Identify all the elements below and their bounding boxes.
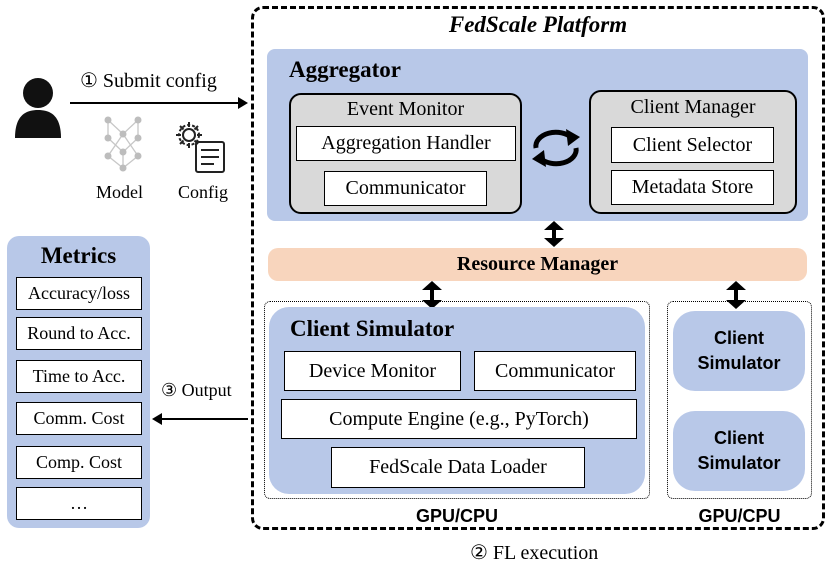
aggregator-title: Aggregator [289,57,401,82]
metrics-title: Metrics [40,243,117,268]
metric-item-more: … [16,487,142,520]
client-simulator-small-2-line2: Simulator [697,453,781,473]
platform-frame [251,6,825,530]
client-simulator-small-1-line2: Simulator [697,353,781,373]
user-icon [13,76,63,140]
metric-item-round: Round to Acc. [16,317,142,350]
step1-label: ① Submit config [80,70,217,92]
resource-manager-bar: Resource Manager [268,248,807,281]
compute-engine-box: Compute Engine (e.g., PyTorch) [281,399,637,439]
step3-label: ③ Output [161,380,232,400]
main-gpu-label: GPU/CPU [415,506,498,526]
step2-label: ② FL execution [470,542,599,564]
cycle-icon [524,124,588,172]
communicator-box: Communicator [324,171,487,206]
simulator-communicator-box: Communicator [474,351,636,391]
metric-item-time: Time to Acc. [16,360,142,393]
client-simulator-title: Client Simulator [290,316,455,341]
client-simulator-small-2: Client Simulator [673,411,805,491]
output-arrow [152,413,248,425]
metric-item-comp: Comp. Cost [16,446,142,479]
client-selector-box: Client Selector [611,127,774,163]
data-loader-box: FedScale Data Loader [331,447,585,488]
platform-title: FedScale Platform [448,12,628,37]
double-arrow-aggregator-resource [544,221,564,247]
client-simulator-small-1-line1: Client [713,327,764,348]
device-monitor-box: Device Monitor [284,351,461,391]
main-gpu-frame [264,301,650,499]
event-monitor-title: Event Monitor [346,98,465,120]
metadata-store-box: Metadata Store [611,170,774,205]
aggregation-handler-box: Aggregation Handler [296,126,516,161]
config-label: Config [178,182,229,202]
model-label: Model [96,182,143,202]
metric-item-comm: Comm. Cost [16,402,142,435]
client-manager-title: Client Manager [630,96,756,118]
side-gpu-frame [667,301,812,499]
client-simulator-small-1: Client Simulator [673,311,805,391]
metric-item-accuracy: Accuracy/loss [16,277,142,310]
submit-arrow [70,97,248,109]
model-icon [100,112,146,174]
config-icon [172,118,230,176]
client-simulator-small-2-line1: Client [713,427,764,448]
side-gpu-label: GPU/CPU [698,506,781,526]
